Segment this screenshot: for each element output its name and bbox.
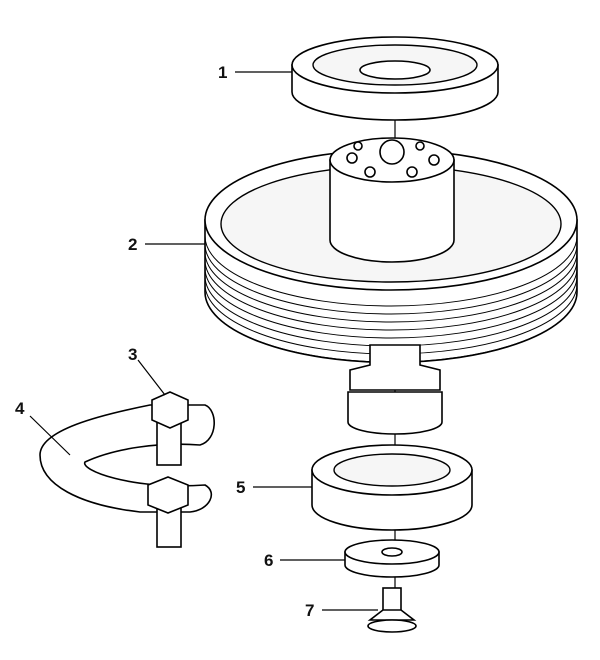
pulley-groove xyxy=(204,243,578,315)
callout-2: 2 xyxy=(128,235,138,254)
callout-4: 4 xyxy=(15,399,25,418)
part-5-bearing xyxy=(311,444,473,531)
callout-3: 3 xyxy=(128,345,138,364)
pulley-groove xyxy=(204,235,578,307)
leader-lines xyxy=(29,71,378,611)
callout-7: 7 xyxy=(305,601,315,620)
part-6-washer xyxy=(344,539,440,578)
callout-5: 5 xyxy=(236,478,246,497)
pulley-groove xyxy=(204,251,578,323)
callout-6: 6 xyxy=(264,551,274,570)
callout-1: 1 xyxy=(218,63,228,82)
part-2-pulley xyxy=(204,137,578,435)
part-3-bolts xyxy=(147,391,189,548)
pulley-groove xyxy=(204,267,578,339)
pulley-groove xyxy=(204,259,578,331)
part-1-seal-ring xyxy=(291,36,499,121)
part-7-screw xyxy=(367,587,417,633)
